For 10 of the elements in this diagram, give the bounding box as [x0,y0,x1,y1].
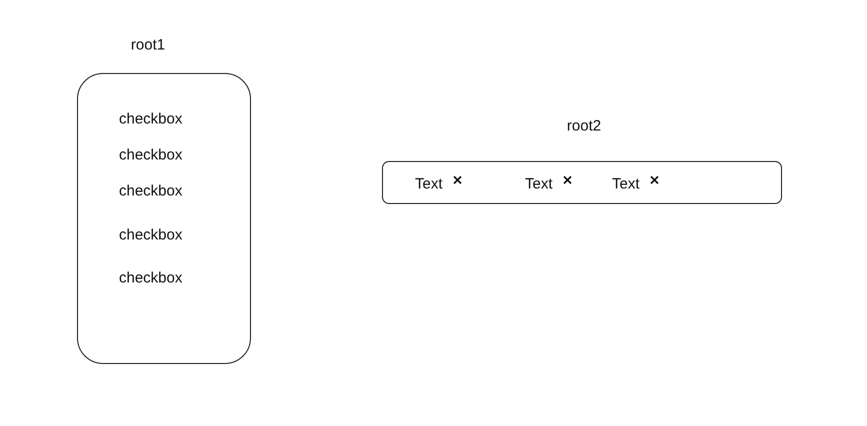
item-label: Text [612,176,640,192]
container-heading: root2 [566,118,602,134]
container-heading: root1 [130,38,166,52]
item-label: Text [525,176,553,192]
item-label: checkbox [119,228,182,242]
item-label: checkbox [119,148,182,162]
item-label: Text [415,176,443,192]
item-label: checkbox [119,112,182,126]
item-label: checkbox [119,184,182,198]
item-label: checkbox [119,270,182,286]
